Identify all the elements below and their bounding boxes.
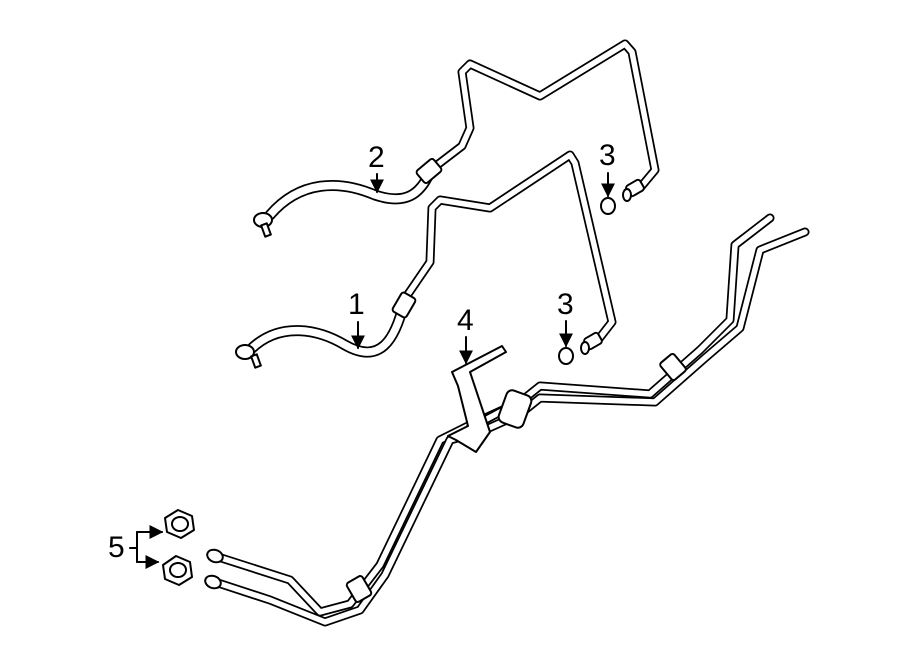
callout-4: 4: [457, 304, 474, 337]
callout-5: 5: [108, 531, 125, 564]
part-5-nut-upper: [164, 509, 195, 539]
part-3-o-ring-upper: [600, 197, 616, 215]
callout-3-upper: 3: [599, 139, 616, 172]
part-4-bracket: [447, 345, 507, 453]
callout-3-lower: 3: [557, 288, 574, 321]
leader-5: [129, 525, 164, 569]
callout-2: 2: [368, 141, 385, 174]
part-2-upper-cooler-line: [253, 39, 660, 238]
part-3-o-ring-lower: [558, 347, 574, 365]
part-5-nut-lower: [162, 555, 193, 586]
part-1-lower-cooler-line: [235, 150, 617, 369]
cooler-line-assembly: [204, 213, 810, 627]
callout-1: 1: [348, 288, 365, 321]
